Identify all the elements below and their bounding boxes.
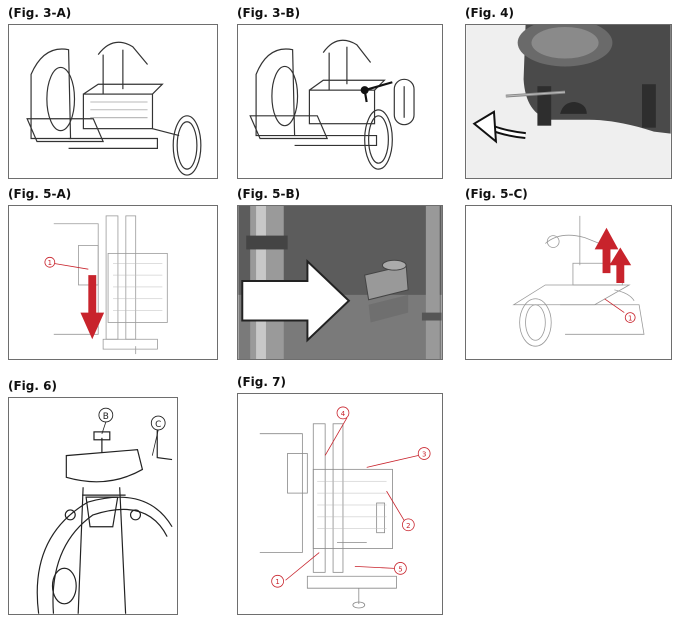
fig-5a-label: (Fig. 5-A) [8,187,72,201]
callout-circle [98,407,114,423]
callout-circle [336,406,350,420]
slicer-front-drawing: 1 [44,215,168,355]
fig-4-label: (Fig. 4) [465,6,514,20]
callout-1: 1 [48,259,52,267]
callout-circle [401,518,415,532]
fig-5c-image: 1 [465,205,672,360]
callout-circle [150,415,166,431]
blade-guard-drawing: B C [36,407,173,614]
callout-circle [271,574,284,588]
callout-circle [417,447,431,460]
callout-circle [44,256,56,268]
fig-3b-image [237,24,443,179]
fig-7-label: (Fig. 7) [237,375,286,389]
slicer-wheel-detached-drawing [26,41,202,176]
fig-6-image: B C [8,397,178,615]
callout-5: 5 [398,565,402,573]
callout-b: B [103,412,109,422]
callout-circle [624,312,636,323]
slicer-wheel-attached-drawing [249,39,415,170]
fig-6-label: (Fig. 6) [8,379,57,393]
slicer-side-drawing: 1 [512,215,645,347]
fig-5c-label: (Fig. 5-C) [465,187,528,201]
slicer-parts-drawing: 1 2 3 4 5 [259,406,431,609]
callout-1: 1 [628,315,632,323]
fig-5a-image: 1 [8,205,218,360]
fig-5b-label: (Fig. 5-B) [237,187,301,201]
fig-4-image [465,24,672,179]
callout-4: 4 [341,410,346,418]
fig-7-image: 1 2 3 4 5 [237,393,443,615]
callout-circle [394,562,407,575]
callout-c: C [155,420,161,430]
callout-2: 2 [406,522,410,530]
fig-3a-label: (Fig. 3-A) [8,6,72,20]
pulley-photo [466,25,671,178]
locking-pin-photo [238,206,442,359]
fig-3a-image [8,24,218,179]
callout-3: 3 [422,450,426,458]
fig-3b-label: (Fig. 3-B) [237,6,301,20]
callout-1: 1 [275,578,279,586]
fig-5b-image [237,205,443,360]
